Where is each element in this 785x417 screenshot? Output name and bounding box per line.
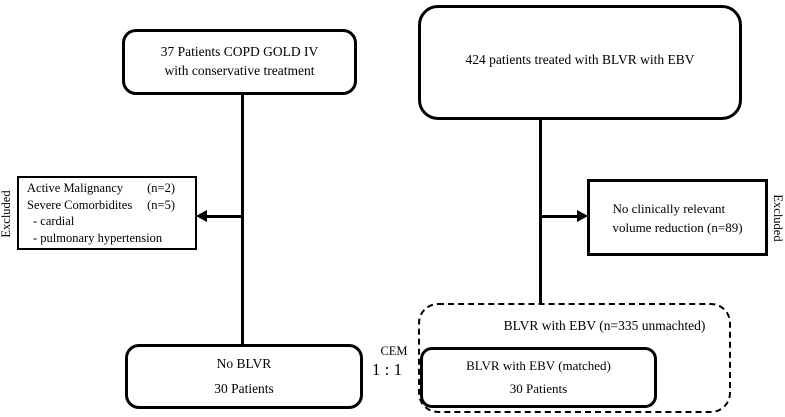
excluded-label-right: Excluded — [771, 194, 785, 242]
box-copd-conservative: 37 Patients COPD GOLD IV with conservati… — [122, 29, 357, 95]
box-no-blvr: No BLVR 30 Patients — [125, 344, 363, 409]
box-copd-conservative-line1: 37 Patients COPD GOLD IV — [160, 44, 319, 60]
box-excluded-right: No clinically relevant volume reduction … — [587, 179, 768, 256]
excluded-label-left: Excluded — [0, 190, 13, 238]
box-blvr-matched-line2: 30 Patients — [509, 381, 568, 397]
box-no-blvr-line1: No BLVR — [216, 356, 272, 371]
arrow-left-head-icon — [196, 210, 207, 222]
arrow-left-shaft — [206, 215, 242, 218]
excluded-row: - cardial — [27, 213, 181, 230]
excluded-row-label: Severe Comorbidites — [27, 197, 133, 212]
excluded-row: - pulmonary hypertension — [27, 230, 181, 247]
connector-line-left-vertical — [241, 95, 244, 344]
box-blvr-matched: BLVR with EBV (matched) 30 Patients — [420, 347, 657, 408]
box-excluded-right-text: No clinically relevant volume reduction … — [612, 199, 742, 237]
box-blvr-ebv-total-line1: 424 patients treated with BLVR with EBV — [465, 51, 695, 67]
excluded-row-label: Active Malignancy — [27, 181, 124, 195]
box-blvr-ebv-total: 424 patients treated with BLVR with EBV — [418, 5, 742, 120]
box-copd-conservative-line2: with conservative treatment — [164, 63, 315, 78]
matching-method-label: CEM — [380, 344, 408, 358]
excluded-row-count: (n=5) — [147, 197, 175, 212]
box-excluded-right-line2: volume reduction (n=89) — [612, 219, 743, 235]
excluded-row: Active Malignancy (n=2) — [27, 180, 175, 197]
box-excluded-right-line1: No clinically relevant — [612, 200, 726, 216]
arrow-right-head-icon — [577, 210, 588, 222]
box-no-blvr-line2: 30 Patients — [214, 381, 274, 396]
arrow-right-shaft — [541, 215, 578, 218]
excluded-row-label: - cardial — [33, 214, 75, 228]
connector-line-right-vertical — [539, 120, 542, 303]
excluded-row-count: (n=2) — [147, 181, 175, 195]
excluded-row: Severe Comorbidites (n=5) — [27, 197, 175, 214]
excluded-row-label: - pulmonary hypertension — [33, 230, 163, 245]
box-excluded-left: Active Malignancy (n=2) Severe Comorbidi… — [17, 176, 197, 250]
box-blvr-matched-line1: BLVR with EBV (matched) — [466, 357, 611, 373]
matching-ratio-label: 1 : 1 — [371, 360, 403, 379]
box-blvr-unmatched-title: BLVR with EBV (n=335 unmachted) — [503, 318, 706, 333]
